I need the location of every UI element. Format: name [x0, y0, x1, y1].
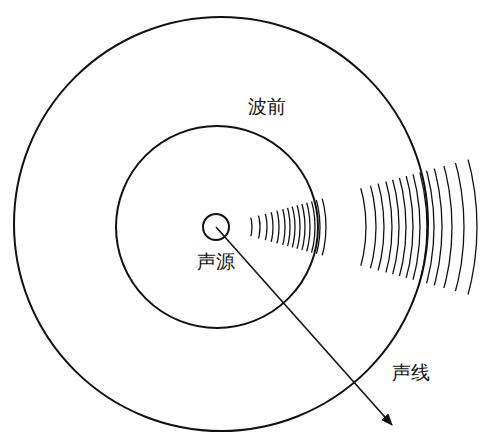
- outer-wavefront: [14, 17, 428, 431]
- sound-ray-arrow: [216, 227, 392, 425]
- sound-ray-label: 声线: [390, 362, 432, 384]
- wavefront-label: 波前: [246, 96, 288, 118]
- source-label: 声源: [195, 251, 237, 273]
